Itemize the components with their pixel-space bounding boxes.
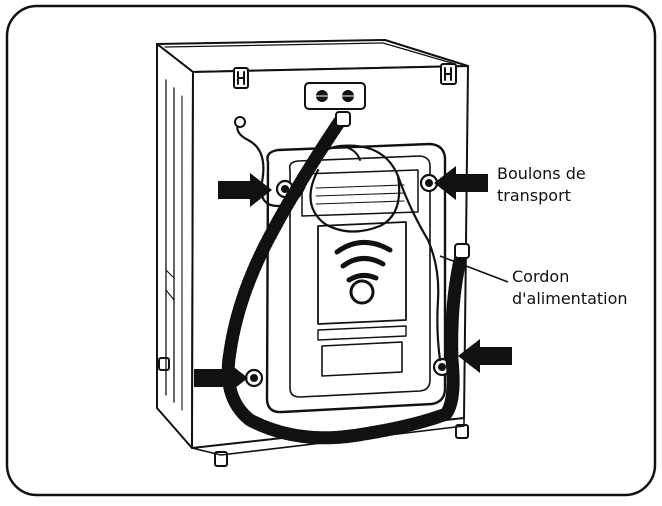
drain-hose-end (335, 111, 351, 127)
transport-bolts-label-line2: transport (497, 186, 571, 205)
arrow-bolt-top-right (434, 166, 488, 200)
machine-foot (214, 451, 228, 467)
drain-hose (221, 111, 469, 445)
top-hinge-right (440, 63, 457, 85)
machine-foot (158, 357, 170, 371)
power-cord-label-line2: d'alimentation (512, 289, 628, 308)
callout-arrows (194, 166, 512, 395)
drain-hose-end (454, 243, 470, 259)
power-cord-tail (396, 174, 442, 362)
top-hinge-left (233, 67, 249, 89)
power-cord-label: Cordon d'alimentation (512, 266, 628, 310)
water-inlets (304, 82, 366, 110)
washing-machine (156, 39, 470, 467)
machine-foot (455, 424, 469, 439)
arrow-bolt-bottom-right (458, 339, 512, 373)
transport-bolt-bottom-left (244, 368, 264, 388)
power-cord-label-line1: Cordon (512, 267, 570, 286)
arrow-bolt-top-left (218, 173, 272, 207)
transport-bolts-label-line1: Boulons de (497, 164, 586, 183)
machine-left-side (156, 43, 194, 449)
transport-bolts-label: Boulons de transport (497, 163, 586, 207)
power-cord-leader-line (439, 255, 509, 283)
arrow-bolt-bottom-left (194, 361, 248, 395)
